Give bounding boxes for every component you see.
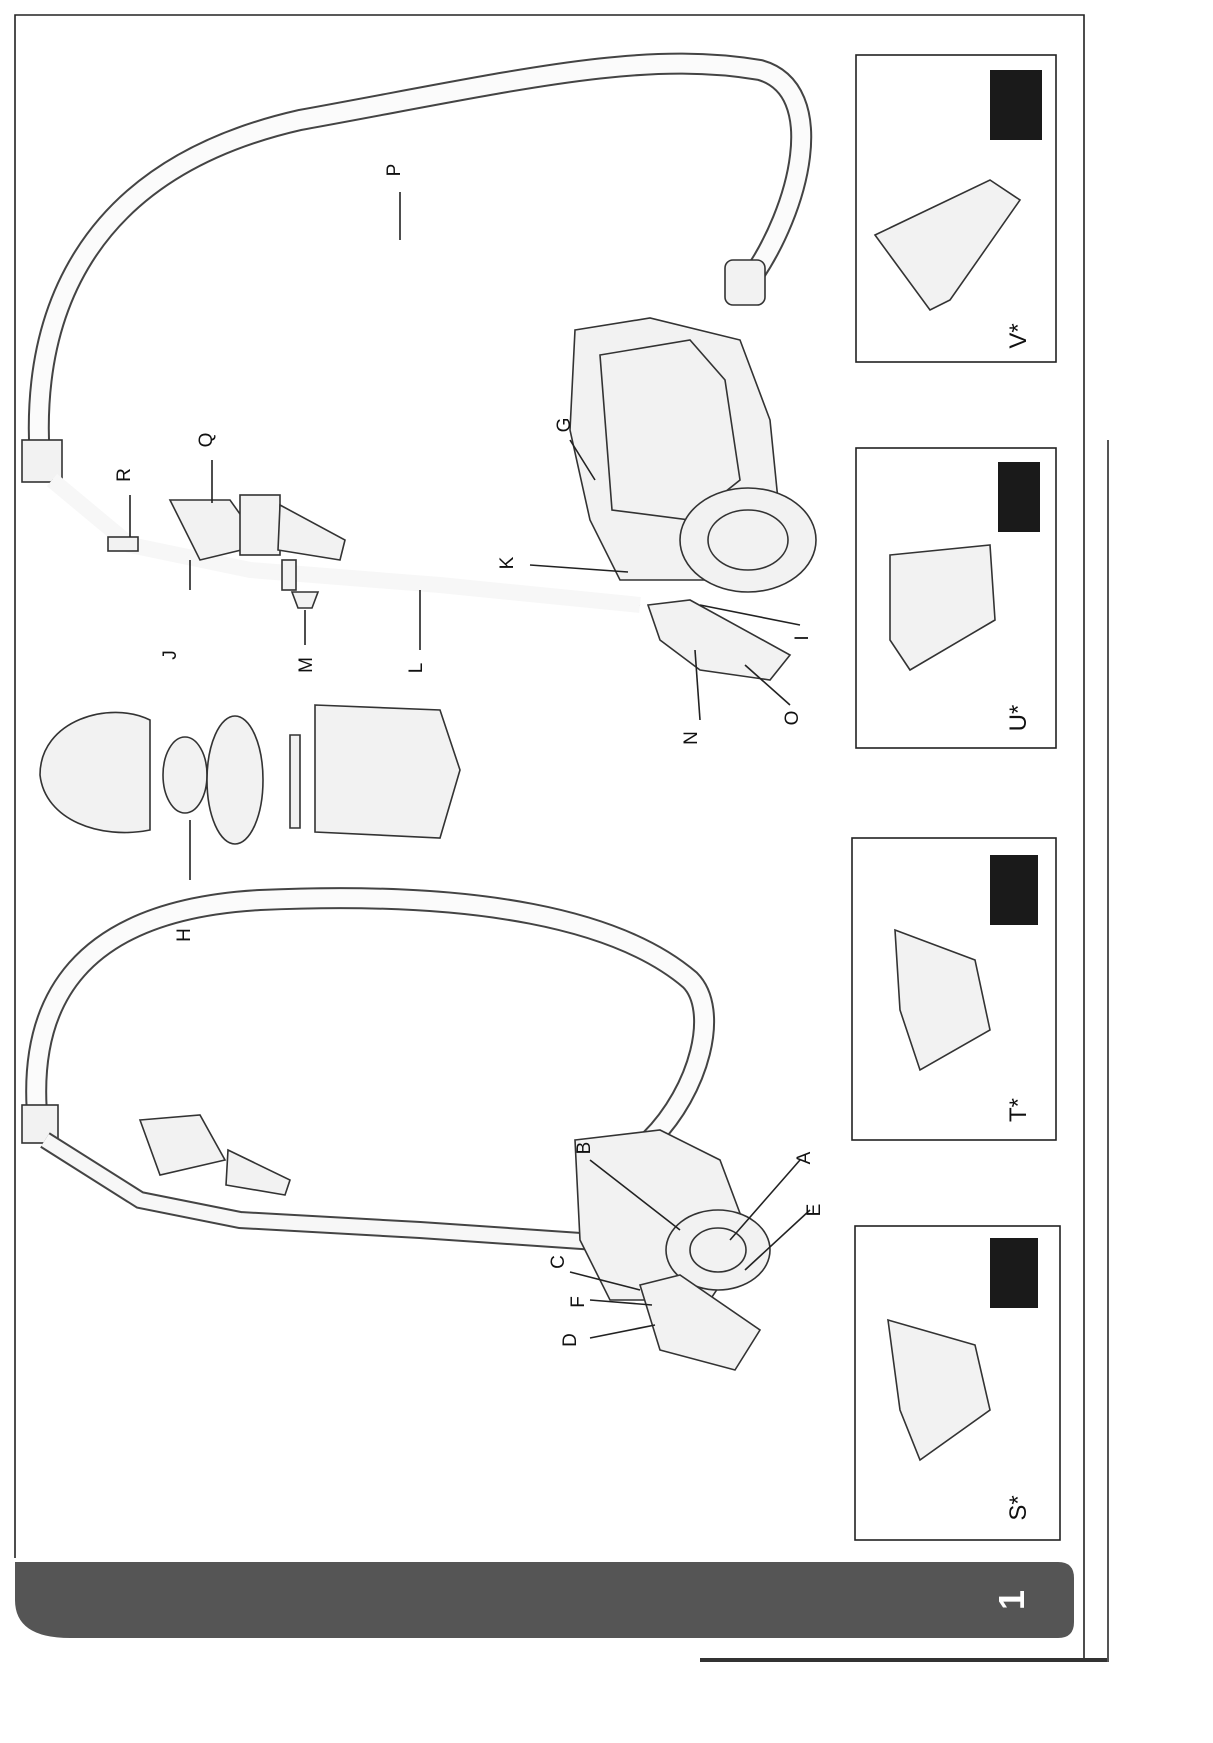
tube-clip (292, 592, 318, 608)
accessory-panels: V* U* T* S* (852, 55, 1060, 1540)
label-o: O (782, 711, 803, 726)
crevice-tool (278, 505, 345, 560)
suction-slider (108, 537, 138, 551)
filter-ring (163, 737, 207, 813)
label-n: N (681, 731, 702, 745)
mini-turbo-brush-icon (990, 855, 1038, 925)
page-band (15, 1562, 1074, 1638)
label-b: B (574, 1142, 595, 1155)
pet-paw-icon (990, 1238, 1038, 1308)
panel-label-v: V* (1005, 323, 1032, 348)
vacuum-parts-illustration (22, 64, 816, 844)
page-number: 1 (991, 1590, 1032, 1610)
container-lid (40, 712, 150, 832)
dust-bin (315, 705, 460, 838)
label-m: M (296, 657, 317, 673)
cyclone-stem (290, 735, 300, 828)
mattress-upholstery-icon (998, 462, 1040, 532)
parquet-floor-icon (990, 70, 1042, 140)
label-h: H (174, 928, 195, 942)
label-k: K (497, 556, 518, 569)
label-e: E (804, 1204, 825, 1217)
label-q: Q (196, 433, 217, 448)
leader-d (590, 1325, 655, 1338)
accessory-brush-lower (140, 1115, 225, 1175)
tube-lower (45, 1140, 640, 1245)
label-p: P (384, 164, 405, 177)
label-i: I (792, 635, 813, 640)
crevice-tool-lower (226, 1150, 290, 1195)
pet-brush-drawing (888, 1320, 990, 1460)
floor-nozzle (648, 600, 790, 680)
label-l: L (406, 663, 427, 674)
label-r: R (114, 468, 135, 482)
cyclone-cone (207, 716, 263, 844)
vacuum-assembled-illustration (22, 898, 770, 1370)
hose-lower (36, 898, 704, 1140)
floor-nozzle-lower (640, 1275, 760, 1370)
label-g: G (554, 418, 575, 433)
panel-label-u: U* (1005, 705, 1032, 732)
accessory-ring (240, 495, 280, 555)
hose-connector (725, 260, 765, 305)
tube-joint (282, 560, 296, 590)
label-c: C (548, 1255, 569, 1269)
parquet-brush-drawing (875, 180, 1020, 310)
telescopic-tube (52, 480, 640, 605)
panel-label-s: S* (1005, 1495, 1032, 1520)
panel-label-t: T* (1005, 1098, 1032, 1122)
label-j: J (160, 650, 181, 660)
rear-wheel (680, 488, 816, 592)
mattress-nozzle-drawing (890, 545, 995, 670)
mini-turbo-brush-drawing (895, 930, 990, 1070)
label-d: D (560, 1333, 581, 1347)
label-a: A (794, 1151, 815, 1164)
label-f: F (568, 1296, 589, 1308)
